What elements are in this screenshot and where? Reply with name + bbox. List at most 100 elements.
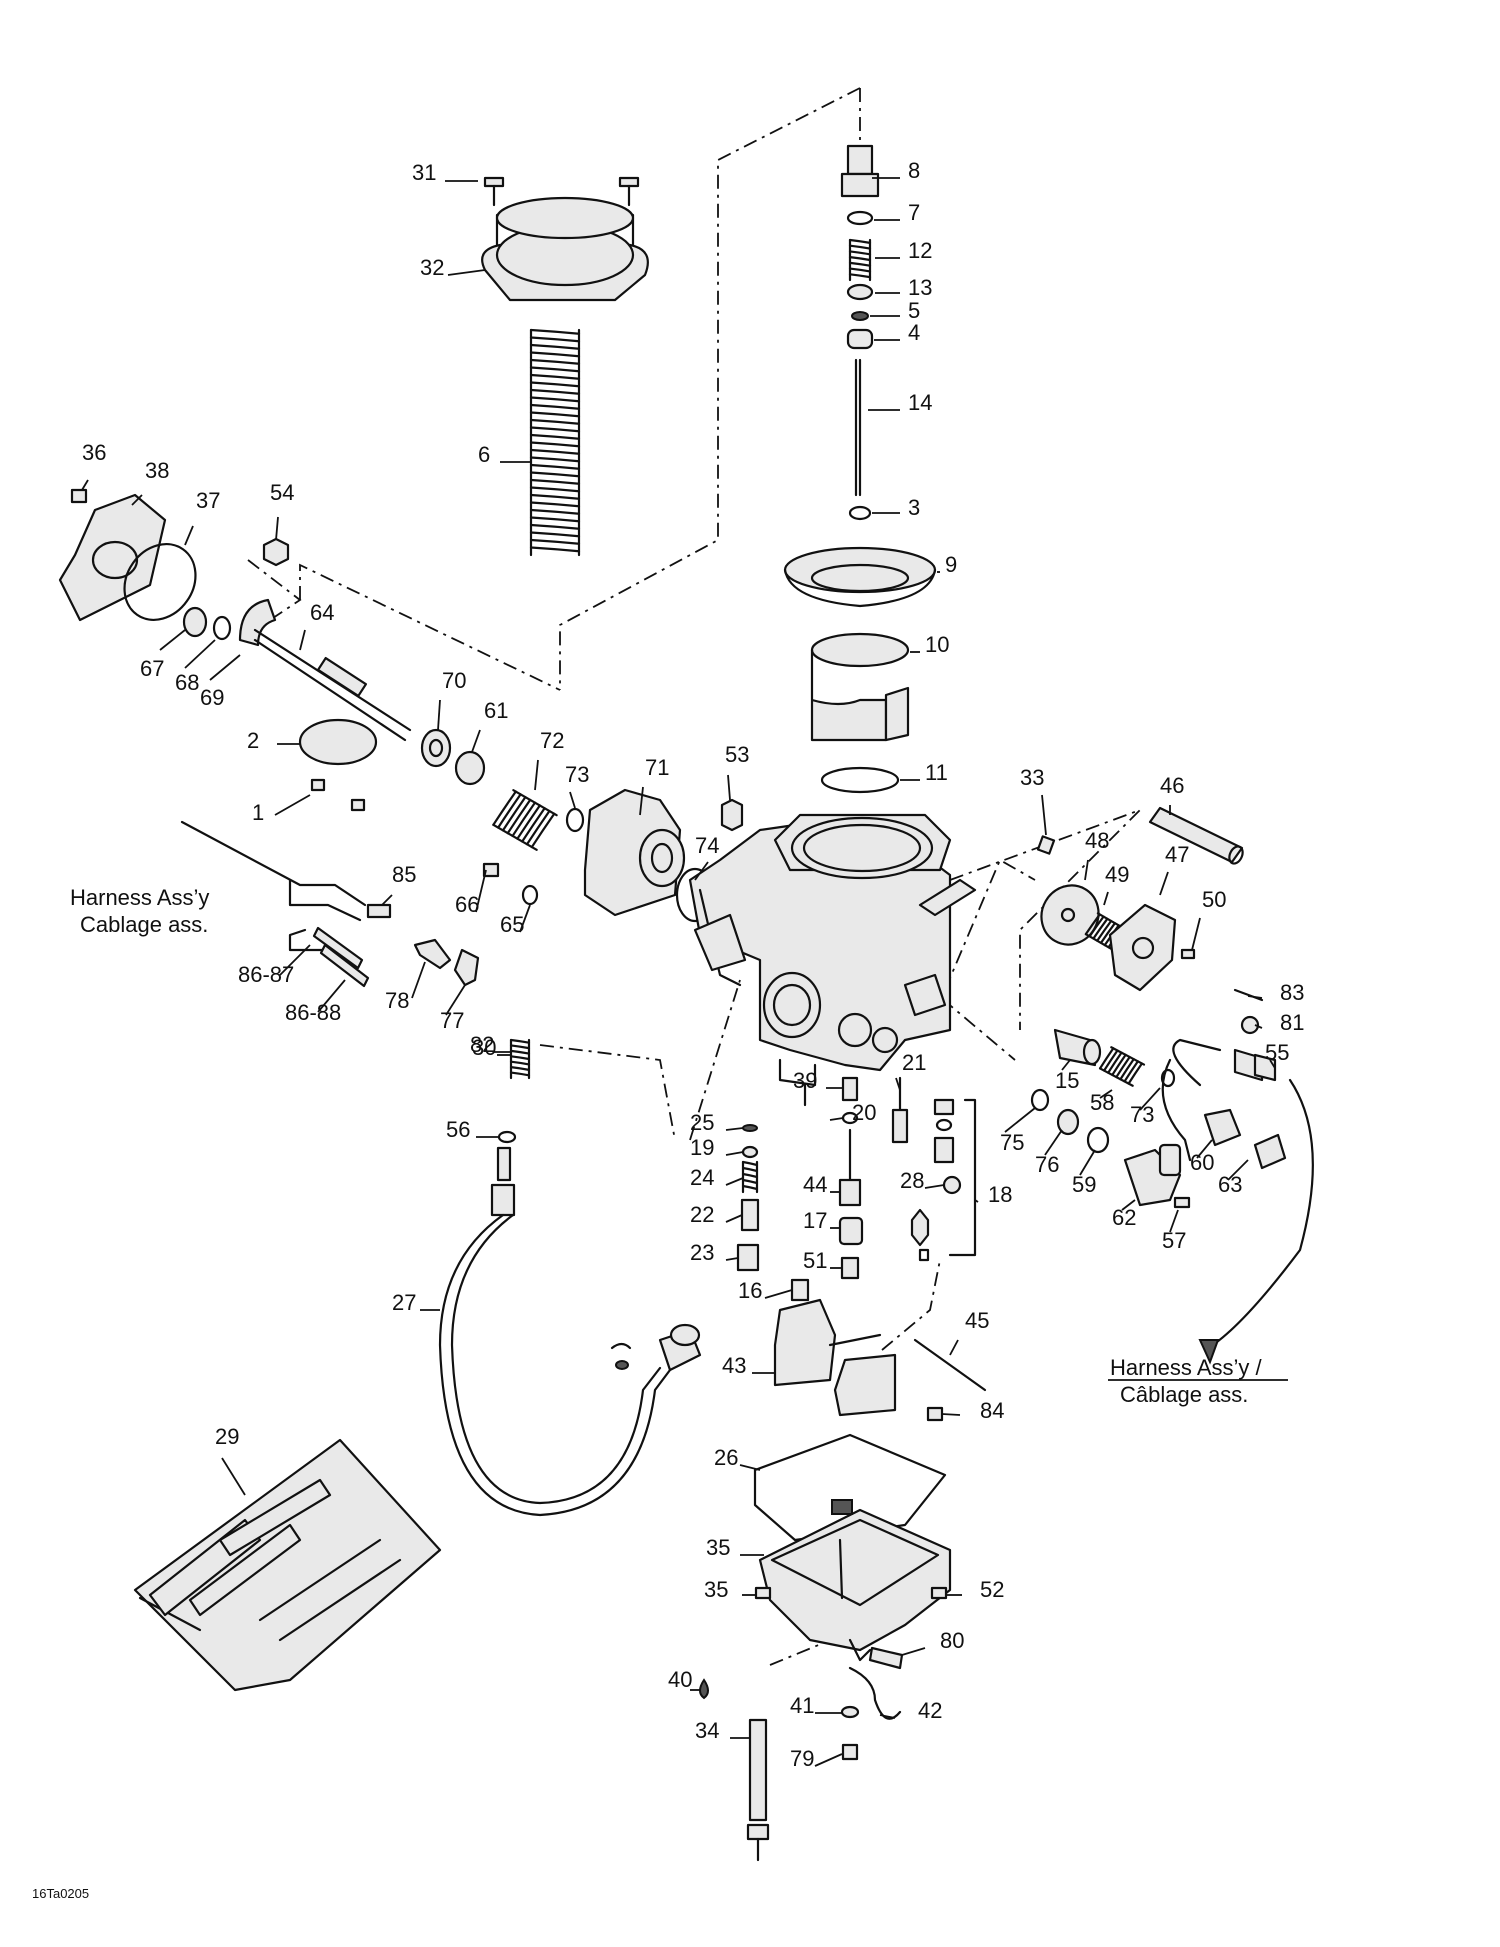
connector-85	[366, 903, 392, 919]
callout-leader	[1196, 1139, 1213, 1159]
housing-63	[1123, 1143, 1182, 1207]
plug-79	[746, 1823, 770, 1862]
seal-61	[454, 750, 486, 786]
callout-number: 72	[540, 728, 564, 753]
spring-6	[529, 328, 581, 557]
o-ring-73-upper	[565, 807, 585, 833]
callout-leader	[317, 979, 346, 1013]
callout-number: 7	[908, 200, 920, 225]
callout-number: 75	[1000, 1130, 1024, 1155]
spring-12	[848, 238, 872, 282]
callout-number: 68	[175, 670, 199, 695]
callout-number: 65	[500, 912, 524, 937]
shaft-64	[253, 628, 412, 742]
callout-leader	[1254, 1024, 1263, 1029]
spring-72	[492, 789, 558, 851]
callout-number: 24	[690, 1165, 714, 1190]
clip-5	[851, 311, 869, 321]
callout-leader	[727, 774, 731, 801]
callout-leader	[437, 699, 441, 731]
washer-3	[848, 505, 872, 521]
callout-number: 52	[980, 1577, 1004, 1602]
callout-leader	[475, 869, 487, 913]
washer-68	[212, 615, 232, 641]
callout-number: 36	[82, 440, 106, 465]
cap-71	[583, 788, 686, 917]
cover-38	[58, 493, 167, 622]
callout-number: 50	[1202, 887, 1226, 912]
pin-39	[891, 1076, 909, 1144]
callout-leader	[725, 1151, 744, 1156]
callout-number: 35	[704, 1577, 728, 1602]
tube-46	[1148, 806, 1244, 865]
callout-leader	[639, 786, 644, 816]
clips-near-cable	[610, 1342, 632, 1370]
fitting-78	[413, 938, 452, 970]
top-cover-group	[481, 176, 649, 557]
screw-36	[70, 488, 88, 504]
callout-leader	[725, 1257, 739, 1261]
callout-number: 42	[918, 1698, 942, 1723]
callout-number: 3	[908, 495, 920, 520]
drop-80	[699, 1678, 709, 1700]
washer-13	[846, 283, 874, 301]
harness-left-line2: Cablage ass.	[80, 912, 208, 937]
callout-number: 44	[803, 1172, 827, 1197]
callout-number: 12	[908, 238, 932, 263]
callout-number: 2	[247, 728, 259, 753]
o-ring-11	[820, 766, 900, 794]
callout-leader	[941, 1413, 961, 1416]
screw-31-right	[618, 176, 640, 207]
callout-number: 35	[706, 1535, 730, 1560]
callout-leader	[445, 984, 466, 1016]
callout-number: 49	[1105, 862, 1129, 887]
callout-leader	[725, 1177, 744, 1186]
callout-number: 18	[988, 1182, 1012, 1207]
callout-number: 25	[690, 1110, 714, 1135]
screw-33	[1036, 835, 1056, 855]
lever-69	[238, 598, 277, 647]
piston-10	[810, 632, 910, 742]
callout-number: 67	[140, 656, 164, 681]
spring-19	[741, 1160, 759, 1194]
clip-57	[497, 1130, 517, 1144]
callout-number: 22	[690, 1202, 714, 1227]
harness-arrow-path	[1203, 1078, 1314, 1352]
jet-30	[841, 1076, 859, 1102]
callout-leader	[1159, 871, 1169, 896]
callout-number: 76	[1035, 1152, 1059, 1177]
callout-number: 40	[668, 1667, 692, 1692]
callout-leader	[131, 494, 143, 506]
float-45	[773, 1298, 897, 1417]
callout-number: 58	[1090, 1090, 1114, 1115]
nut-83	[1240, 1015, 1260, 1035]
callout-leader	[221, 1457, 246, 1496]
callout-leader	[1099, 1089, 1113, 1099]
callout-leader	[1139, 1087, 1161, 1111]
screw-18	[740, 1198, 760, 1232]
callout-number: 64	[310, 600, 334, 625]
callout-leader	[447, 269, 486, 276]
screw-66	[482, 862, 500, 878]
callout-leader	[1041, 794, 1047, 836]
callout-leader	[949, 1339, 959, 1356]
valve-44	[942, 1175, 962, 1195]
screws-1	[310, 778, 366, 812]
diaphragm-9	[783, 546, 937, 608]
screw-62	[1173, 1196, 1191, 1209]
callout-leader	[1103, 891, 1109, 906]
callout-number: 48	[1085, 828, 1109, 853]
callout-leader	[1269, 1059, 1276, 1069]
clip-77	[453, 948, 480, 987]
jet-51	[790, 1278, 810, 1302]
callout-number: 16	[738, 1278, 762, 1303]
spring-15	[1098, 1046, 1146, 1087]
callout-number: 81	[1280, 1010, 1304, 1035]
harness-right-label: Harness Ass’y / Câblage ass.	[1108, 1355, 1288, 1407]
screw-34	[841, 1743, 859, 1761]
washer-40	[840, 1705, 860, 1719]
callout-leader	[879, 1714, 896, 1719]
washer-75	[1056, 1108, 1080, 1136]
callout-leader	[184, 639, 216, 669]
o-ring-73-lower	[1030, 1088, 1050, 1112]
